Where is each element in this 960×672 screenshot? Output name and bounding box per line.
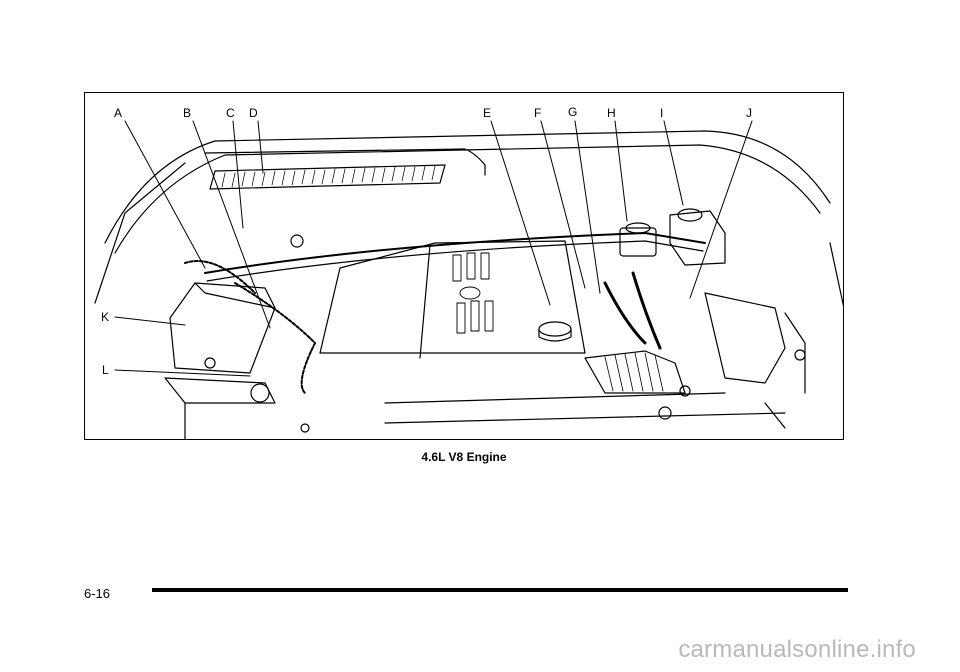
engine-compartment-illustration	[94, 120, 843, 439]
engine-compartment-figure: A B C D E F G H I J K L	[84, 92, 844, 440]
page-number: 6-16	[84, 586, 111, 601]
callout-a: A	[114, 106, 123, 120]
callout-h: H	[607, 106, 616, 120]
callout-j: J	[746, 106, 752, 120]
footer-rule	[152, 588, 848, 592]
figure-caption: 4.6L V8 Engine	[421, 450, 507, 464]
callout-k: K	[101, 310, 110, 324]
watermark: carmanualsonline.info	[678, 636, 916, 663]
callout-f: F	[534, 106, 542, 120]
callout-i: I	[660, 106, 664, 120]
callout-g: G	[568, 105, 578, 119]
callout-d: D	[249, 106, 258, 120]
callout-c: C	[226, 106, 235, 120]
callout-l: L	[102, 363, 109, 377]
callout-e: E	[483, 106, 492, 120]
callout-b: B	[183, 106, 192, 120]
